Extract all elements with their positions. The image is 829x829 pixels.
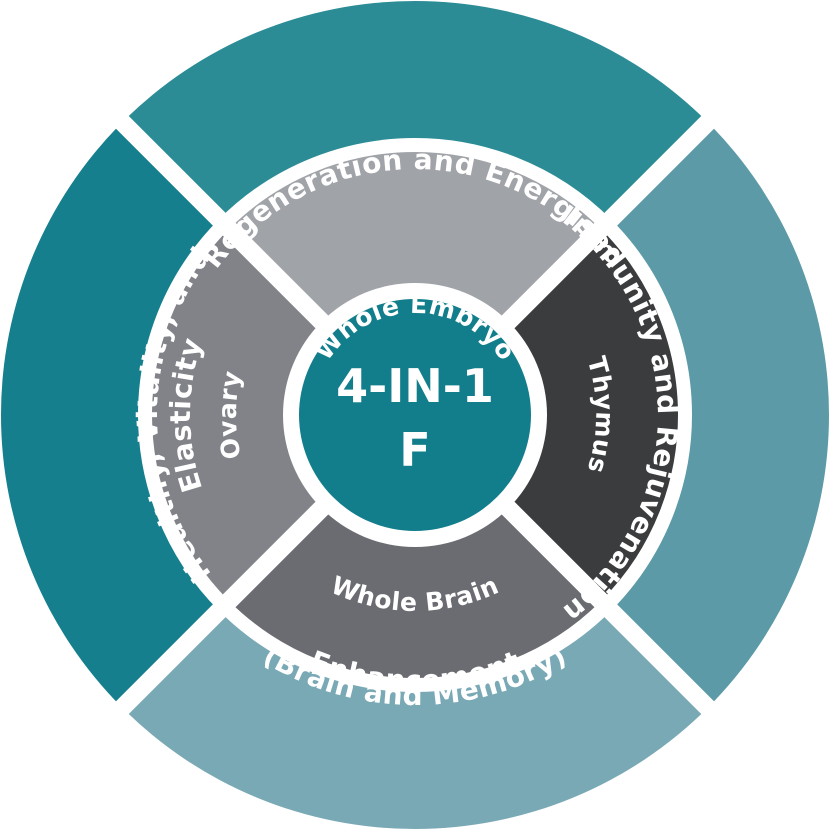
outer-sector-left [1, 122, 225, 708]
outer-sector-bottom [122, 605, 708, 829]
center-title: 4-IN-1 [336, 359, 494, 413]
inner-sector-bottom [228, 499, 602, 679]
inner-sector-top [228, 151, 602, 331]
outer-sector-top [122, 1, 708, 225]
inner-sector-left [151, 228, 331, 602]
center-circle [299, 299, 531, 531]
inner-sector-right [499, 228, 679, 602]
ring-gap-outer [138, 138, 692, 692]
center-subtitle: F [399, 423, 430, 477]
label-ovary: Ovary [213, 368, 247, 461]
outer-sector-right [605, 122, 829, 708]
